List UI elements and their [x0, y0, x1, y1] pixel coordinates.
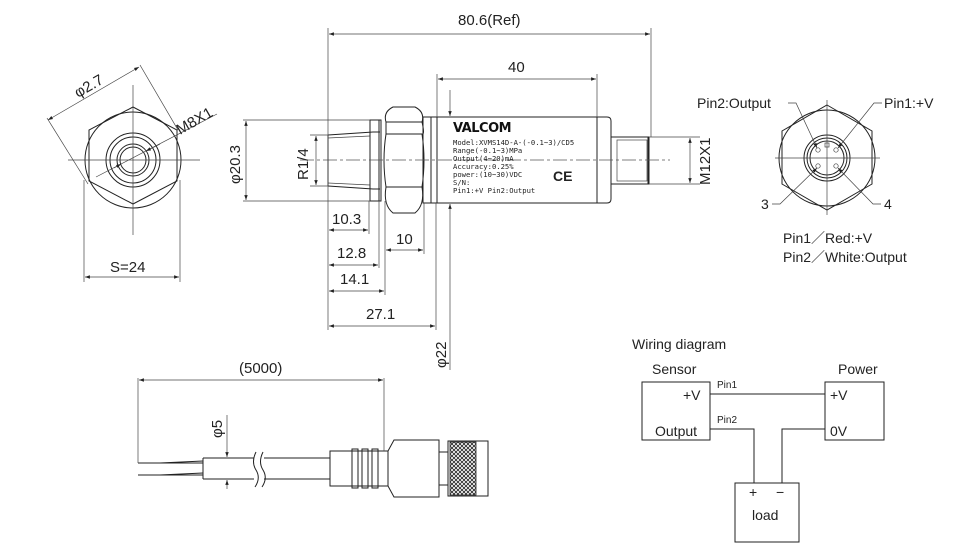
label-line-serial: S/N:	[453, 178, 470, 187]
label-line-accuracy: Accuracy:0.25%	[453, 162, 514, 171]
wire-pin2	[710, 428, 755, 483]
hex-nut-bottom	[384, 186, 424, 214]
coupling-nut	[447, 440, 489, 497]
cable-view: (5000) φ5	[137, 360, 489, 498]
hex-nut-top	[384, 106, 424, 135]
label-line-model: Model:XVMS14D-A-(-0.1~3)/CD5	[453, 138, 574, 147]
dim-cable-dia: φ5	[209, 420, 226, 438]
connector-housing	[387, 439, 440, 498]
pin1	[833, 147, 839, 153]
label-line-pins: Pin1:+V Pin2:Output	[453, 186, 535, 195]
wiring-diagram: Wiring diagram Sensor Power +V Output +V…	[632, 336, 885, 543]
dim-hex-width: 10	[396, 231, 413, 248]
side-view: VALCOM Model:XVMS14D-A-(-0.1~3)/CD5 Rang…	[227, 12, 714, 370]
sensor-box	[641, 381, 711, 441]
pin2-wire-label: Pin2	[717, 415, 737, 426]
wiring-title: Wiring diagram	[632, 336, 726, 352]
dim-body-length: 40	[508, 59, 525, 76]
power-zero-v: 0V	[830, 423, 848, 439]
front-view: φ2.7 M8X1 S=24	[46, 64, 218, 282]
pin3-callout: 3	[761, 196, 769, 212]
label-line-power: power:(10~30)VDC	[453, 170, 522, 179]
break-mark	[253, 451, 259, 488]
dim-thread-m8: M8X1	[174, 104, 216, 138]
strain-relief	[329, 450, 389, 487]
m12-thread	[610, 136, 650, 185]
sensor-plus-v: +V	[683, 387, 701, 403]
sensor-title: Sensor	[652, 361, 697, 377]
pin1-wire-label: Pin1	[717, 380, 737, 391]
dim-thread-r: R1/4	[295, 148, 312, 180]
pin4	[833, 163, 839, 169]
pin-legend-2: Pin2／White:Output	[783, 249, 907, 265]
load-box	[734, 482, 800, 543]
dim-dia-hex: φ20.3	[227, 145, 244, 184]
pin2-callout: Pin2:Output	[697, 95, 771, 111]
pin3	[815, 163, 821, 169]
r-thread-taper	[327, 131, 380, 190]
dim-length-10-3: 10.3	[332, 211, 361, 228]
label-line-output: Output(4~20)mA	[453, 154, 514, 163]
load-plus: +	[749, 484, 757, 500]
dim-overall-length: 80.6(Ref)	[458, 12, 521, 29]
load-minus: −	[776, 484, 784, 500]
brand-logo: VALCOM	[453, 121, 511, 136]
dim-hex-size: S=24	[110, 259, 145, 276]
power-plus-v: +V	[830, 387, 848, 403]
ce-mark: CE	[553, 168, 572, 184]
load-label: load	[752, 507, 778, 523]
pin-legend-1: Pin1／Red:+V	[783, 230, 873, 246]
label-line-range: Range(-0.1~3)MPa	[453, 146, 522, 155]
power-box	[824, 381, 885, 441]
wire-0v	[781, 428, 825, 483]
pin2	[815, 147, 821, 153]
sensor-body	[430, 116, 612, 204]
power-title: Power	[838, 361, 878, 377]
sensor-output: Output	[655, 423, 697, 439]
key-notch	[824, 142, 830, 148]
hex-nut-mid	[383, 133, 425, 188]
knurled-grip	[449, 441, 477, 496]
connector-view: Pin2:Output Pin1:+V 3 4 Pin1／Red:+V Pin2…	[697, 95, 934, 265]
dim-length-14-1: 14.1	[340, 271, 369, 288]
dim-length-27-1: 27.1	[366, 306, 395, 323]
pin4-callout: 4	[884, 196, 892, 212]
dim-dia-body: φ22	[433, 342, 450, 368]
dim-diagonal: φ2.7	[72, 71, 107, 101]
dim-thread-m12: M12X1	[697, 137, 714, 185]
dim-length-12-8: 12.8	[337, 245, 366, 262]
dim-cable-length: (5000)	[239, 360, 282, 377]
pin1-callout: Pin1:+V	[884, 95, 934, 111]
